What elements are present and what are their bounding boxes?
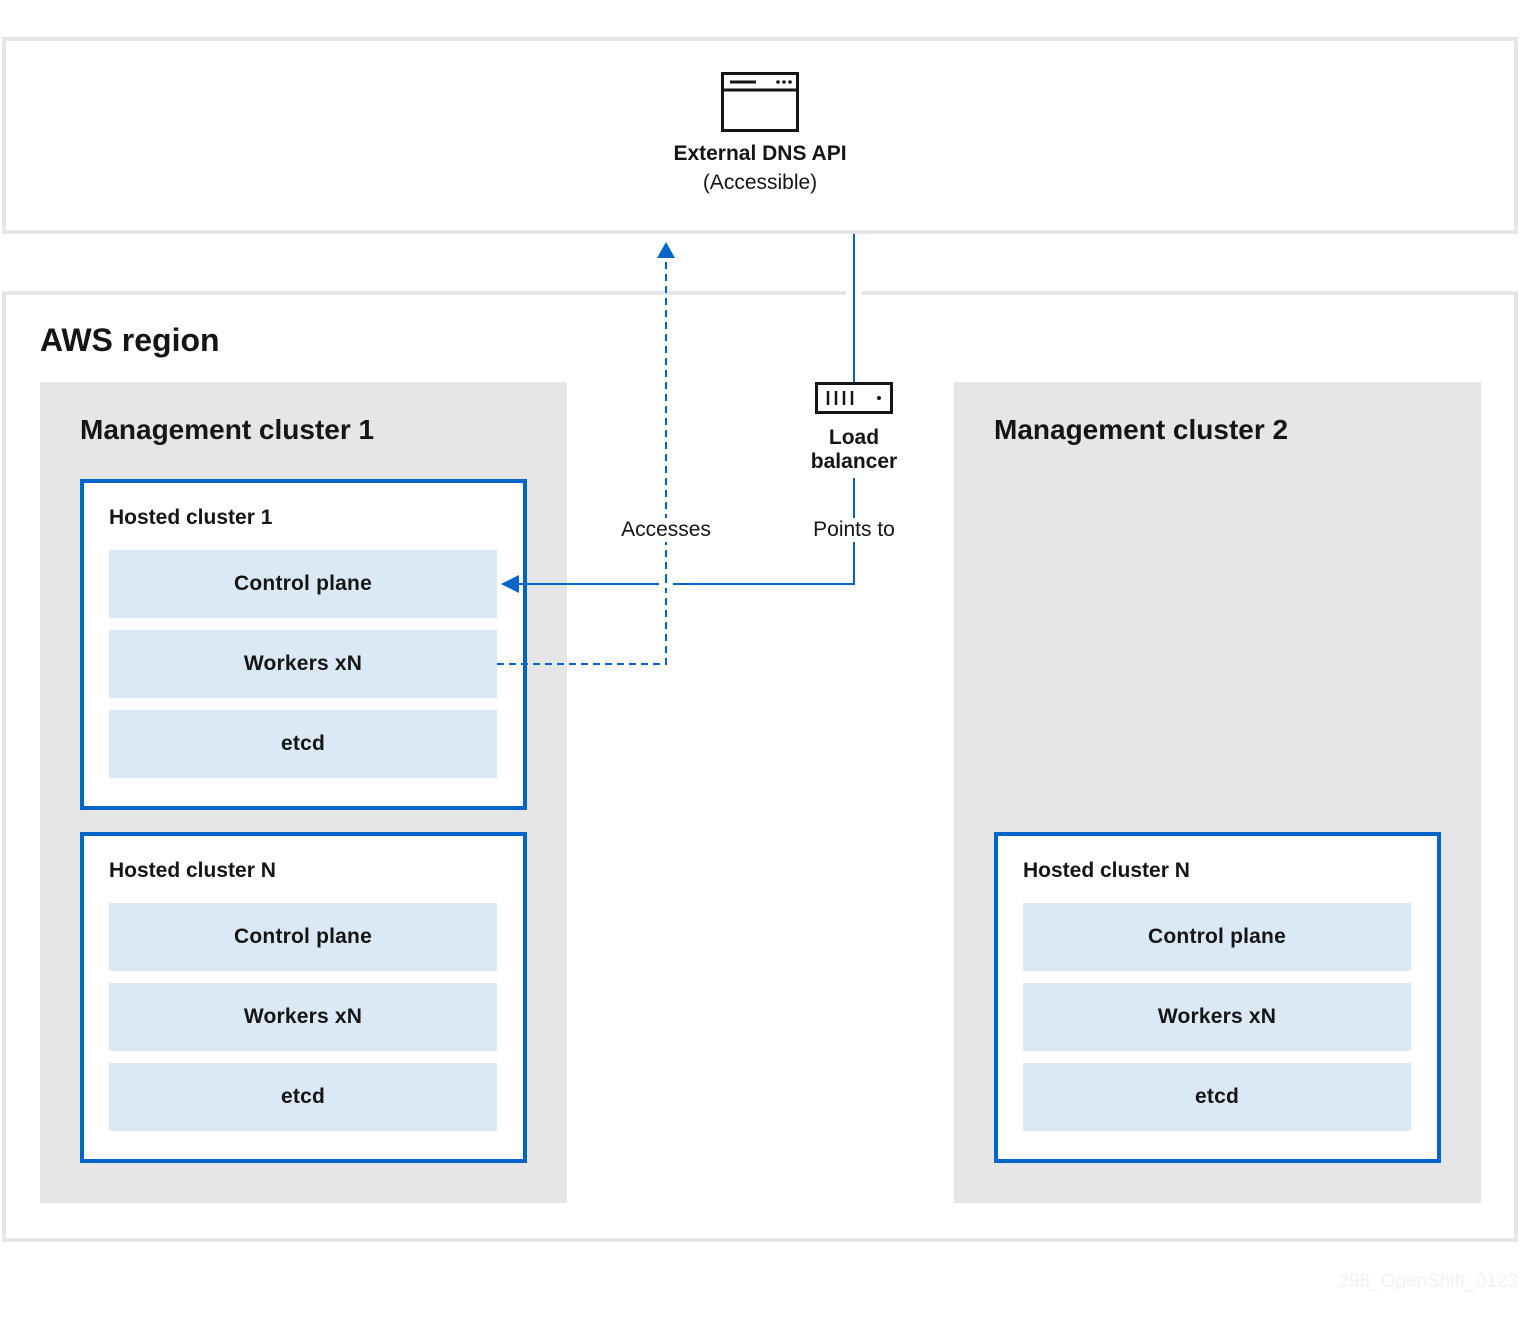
etcd-box: etcd (109, 710, 497, 778)
etcd-box: etcd (1023, 1063, 1411, 1131)
accesses-label: Accesses (611, 518, 721, 542)
workers-box: Workers xN (109, 630, 497, 698)
accesses-line (497, 256, 667, 665)
control-plane-box: Control plane (109, 550, 497, 618)
hosted-cluster-title: Hosted cluster 1 (109, 506, 273, 529)
hosted-cluster-title: Hosted cluster N (1023, 859, 1190, 882)
load-balancer-label-line1: Load (828, 426, 880, 449)
workers-box: Workers xN (109, 983, 497, 1051)
management-cluster-2-title: Management cluster 2 (994, 414, 1289, 445)
points-to-line (512, 478, 855, 585)
dns-title: External DNS API (673, 142, 847, 165)
watermark: 298_OpenShift_0123 (1338, 1271, 1518, 1292)
load-balancer-label-line2: balancer (810, 450, 898, 473)
external-dns-panel (2, 37, 1518, 234)
etcd-box: etcd (109, 1063, 497, 1131)
workers-box: Workers xN (1023, 983, 1411, 1051)
region-title: AWS region (40, 322, 220, 358)
arrowhead-control-plane (501, 575, 519, 593)
arrowhead-dns (657, 242, 675, 258)
browser-window-icon (721, 72, 799, 132)
dns-subtitle: (Accessible) (702, 171, 818, 194)
control-plane-box: Control plane (109, 903, 497, 971)
control-plane-box: Control plane (1023, 903, 1411, 971)
load-balancer-icon (815, 382, 893, 414)
load-balancer-label: Load balancer (794, 426, 914, 474)
management-cluster-1-title: Management cluster 1 (80, 414, 375, 445)
points-to-label: Points to (799, 518, 909, 542)
hosted-cluster-title: Hosted cluster N (109, 859, 276, 882)
